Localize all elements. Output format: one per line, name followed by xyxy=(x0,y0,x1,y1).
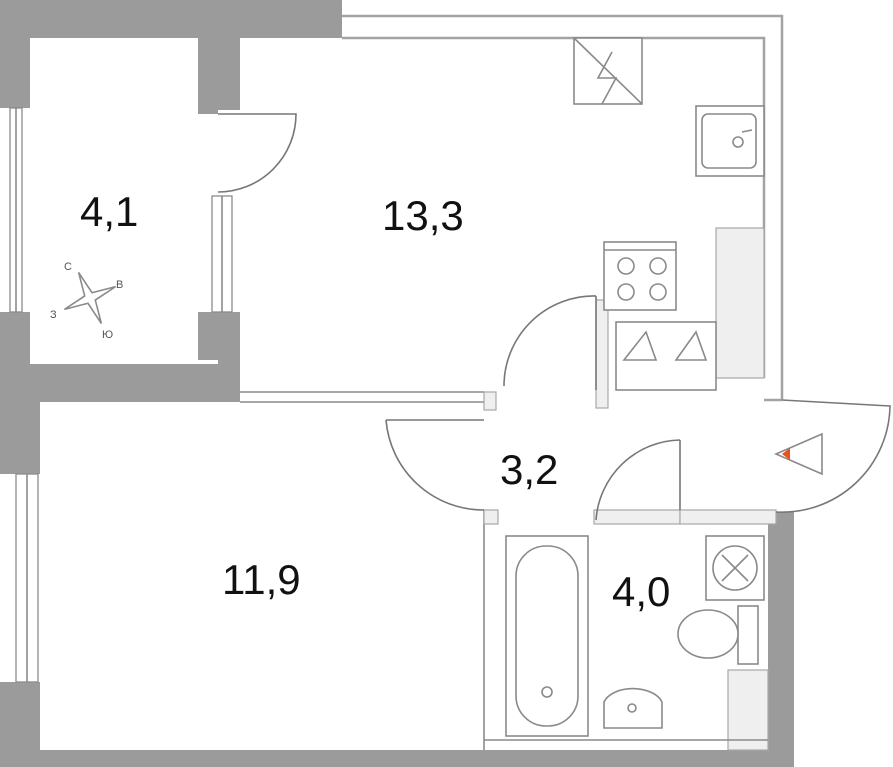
thin-walls xyxy=(240,14,784,751)
bathroom-fixtures xyxy=(505,535,765,737)
room-area-bathroom: 4,0 xyxy=(612,568,670,615)
windows xyxy=(9,107,233,683)
compass-east-label: В xyxy=(116,279,123,291)
exterior-walls xyxy=(0,0,794,767)
compass-south-label: Ю xyxy=(102,329,113,341)
room-area-loggia: 4,1 xyxy=(80,188,138,235)
compass-north-label: С xyxy=(64,261,72,273)
doors xyxy=(217,113,891,521)
room-area-kitchen-living: 13,3 xyxy=(382,192,464,239)
compass xyxy=(63,271,117,325)
room-area-hall: 3,2 xyxy=(500,446,558,493)
room-area-bedroom: 11,9 xyxy=(222,556,301,603)
kitchen-fixtures xyxy=(573,37,765,361)
entry-marker xyxy=(773,432,823,476)
compass-west-label: З xyxy=(50,309,57,321)
